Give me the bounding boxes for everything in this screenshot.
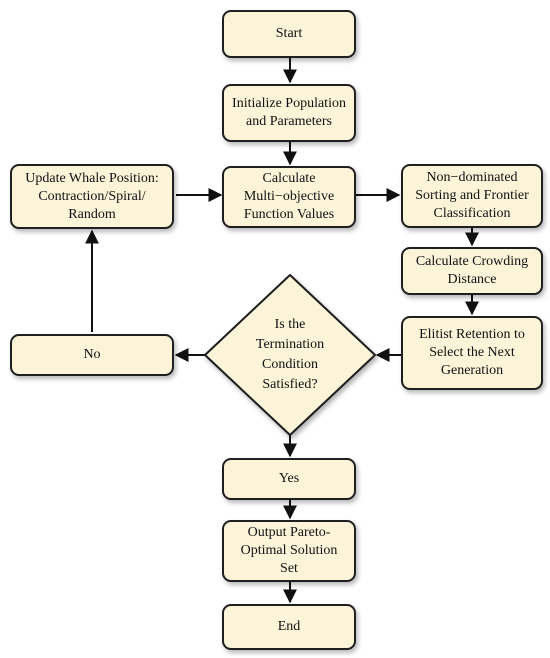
start-node: Start <box>222 10 356 58</box>
end-node: End <box>222 604 356 650</box>
update-whale-position-node: Update Whale Position: Contraction/Spira… <box>10 164 174 229</box>
yes-node: Yes <box>222 458 356 500</box>
no-node: No <box>10 334 174 376</box>
calculate-objectives-node: Calculate Multi−objective Function Value… <box>222 166 356 228</box>
non-dominated-sorting-node: Non−dominated Sorting and Frontier Class… <box>401 164 543 228</box>
output-pareto-node: Output Pareto- Optimal Solution Set <box>222 520 356 582</box>
elitist-retention-node: Elitist Retention to Select the Next Gen… <box>401 316 543 390</box>
crowding-distance-node: Calculate Crowding Distance <box>401 247 543 295</box>
termination-condition-label: Is the Termination Condition Satisfied? <box>255 317 325 392</box>
initialize-population-node: Initialize Population and Parameters <box>222 84 356 142</box>
